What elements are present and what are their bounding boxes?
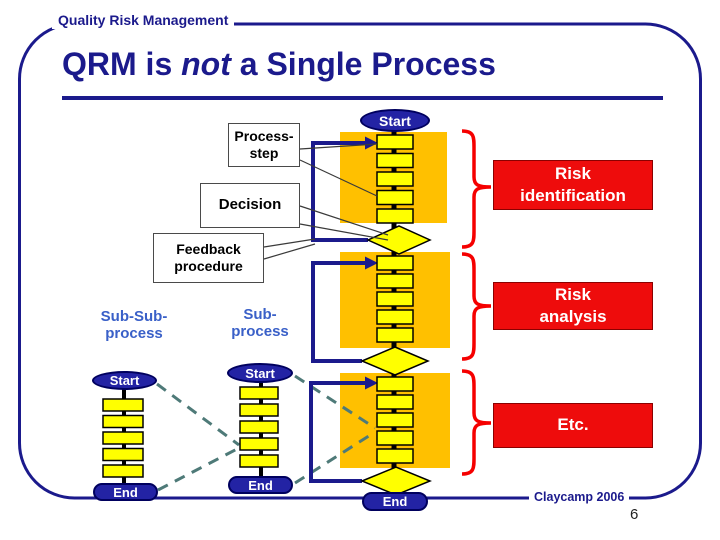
main-end-terminator: End: [362, 492, 428, 511]
decision-pointer-1: [299, 205, 389, 236]
subsub-step-box: [102, 398, 144, 412]
feedback-loop-3: [309, 381, 366, 483]
callout-process-step: Process- step: [228, 123, 300, 167]
feedback-arrowhead-2: [365, 256, 378, 270]
feedback-loops: [309, 141, 368, 483]
stage2-step-box: [376, 273, 414, 289]
stage2-step-box: [376, 255, 414, 271]
credit-text: Claycamp 2006: [529, 489, 630, 505]
callout-feedback-procedure: Feedback procedure: [153, 233, 264, 283]
stage1-step-box: [376, 171, 414, 187]
subsub-step-box: [102, 431, 144, 445]
sub-start-terminator: Start: [227, 363, 293, 383]
decision-diamond-2: [360, 346, 430, 376]
stage3-step-box: [376, 376, 414, 392]
expansion-links: [156, 374, 376, 492]
decision-diamonds: [360, 225, 432, 496]
feedback-arrowhead-1: [365, 136, 378, 150]
stage-label-risk-analysis: Risk analysis: [493, 282, 653, 330]
stage-braces: [461, 129, 492, 476]
stage1-step-box: [376, 134, 414, 150]
dashed-link-subend-mainbox: [294, 430, 376, 485]
stage2-step-box: [376, 291, 414, 307]
feedback-arrowheads: [365, 136, 378, 390]
stage2-step-box: [376, 309, 414, 325]
process-step-pointer-2: [299, 159, 378, 197]
subsub-start-terminator: Start: [92, 371, 157, 390]
process-step-boxes: [102, 134, 414, 478]
subsub-step-box: [102, 464, 144, 478]
dashed-link-subsubstart-subbox: [156, 382, 240, 447]
slide-header: Quality Risk Management: [52, 11, 235, 29]
sub-step-box: [239, 403, 279, 417]
sub-step-box: [239, 437, 279, 451]
brace-risk-analysis: [461, 252, 492, 361]
brace-risk-identification: [461, 129, 492, 249]
feedback-pointer-1: [263, 238, 316, 248]
decision-pointer-2: [299, 223, 389, 241]
stage2-step-box: [376, 327, 414, 343]
stage1-step-box: [376, 152, 414, 169]
label-sub-sub-process: Sub-Sub- process: [100, 308, 168, 342]
decision-diamond-3: [360, 466, 432, 496]
feedback-loop-1: [311, 141, 368, 242]
title-underline: [62, 96, 663, 100]
page-number: 6: [630, 506, 639, 523]
stage3-step-box: [376, 430, 414, 446]
subsub-step-box: [102, 447, 144, 462]
subsub-step-box: [102, 414, 144, 429]
slide-border: [18, 22, 702, 500]
feedback-arrowhead-3: [365, 376, 378, 390]
feedback-loop-2: [311, 261, 366, 363]
title-part-1: QRM is: [62, 46, 182, 82]
stage3-step-box: [376, 412, 414, 428]
decision-diamond-1: [366, 225, 432, 255]
dashed-link-substart-mainbox: [294, 374, 376, 430]
title-part-not: not: [181, 46, 231, 82]
label-sub-process: Sub- process: [231, 306, 289, 340]
sub-step-box: [239, 386, 279, 400]
main-start-terminator: Start: [360, 109, 430, 132]
stage1-step-box: [376, 208, 414, 224]
callout-decision: Decision: [200, 183, 300, 228]
page-title: QRM is not a Single Process: [62, 45, 496, 83]
subsub-end-terminator: End: [93, 483, 158, 501]
stage1-step-box: [376, 189, 414, 206]
sub-step-box: [239, 420, 279, 434]
sub-step-box: [239, 454, 279, 468]
brace-etc: [461, 369, 492, 476]
stage3-step-box: [376, 448, 414, 464]
stage3-step-box: [376, 394, 414, 410]
feedback-pointer-2: [263, 243, 316, 260]
callout-pointer-lines: [263, 143, 389, 260]
title-part-3: a Single Process: [230, 46, 496, 82]
stage-label-risk-identification: Risk identification: [493, 160, 653, 210]
dashed-link-subsubend-subbox: [157, 446, 240, 492]
sub-end-terminator: End: [228, 476, 293, 494]
process-step-pointer-1: [299, 143, 378, 150]
stage-label-etc: Etc.: [493, 403, 653, 448]
